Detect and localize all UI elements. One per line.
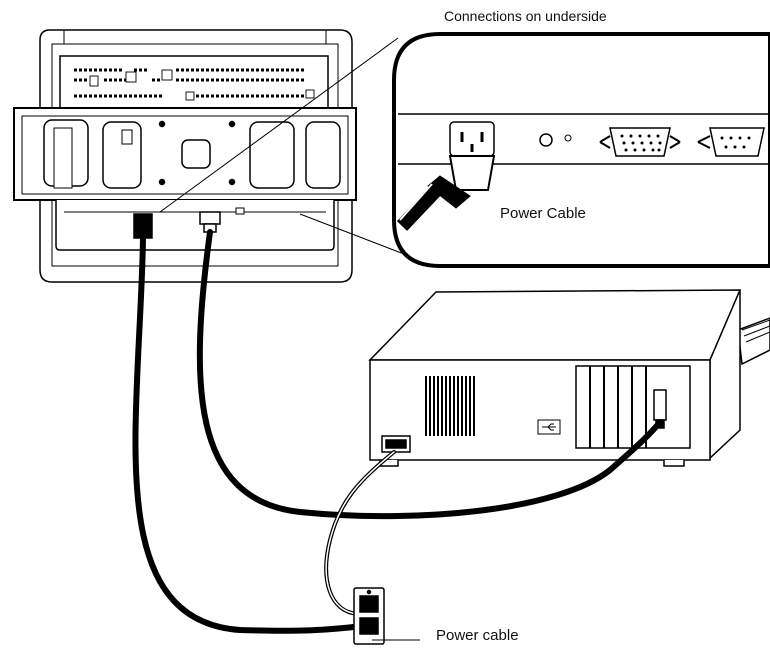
power-socket-icon <box>449 121 495 157</box>
vga-port-icon <box>599 127 681 157</box>
case-vent <box>425 376 475 436</box>
connections-title: Connections on underside <box>444 8 607 24</box>
vent-holes <box>74 68 315 101</box>
cables <box>132 229 663 634</box>
wall-outlet-icon <box>353 587 385 645</box>
plate-slots <box>43 119 341 189</box>
power-cable-outlet-label: Power cable <box>436 627 519 644</box>
serial-port-icon <box>697 127 765 157</box>
audio-jack-icon <box>539 133 572 147</box>
power-cable-inset-label: Power Cable <box>500 205 586 222</box>
inset-power-plug <box>396 155 496 231</box>
monitor <box>13 29 357 283</box>
usb-icon <box>537 419 561 435</box>
case-vga-plug <box>381 435 411 453</box>
computer-case <box>368 289 770 467</box>
inset-panel <box>159 32 770 268</box>
